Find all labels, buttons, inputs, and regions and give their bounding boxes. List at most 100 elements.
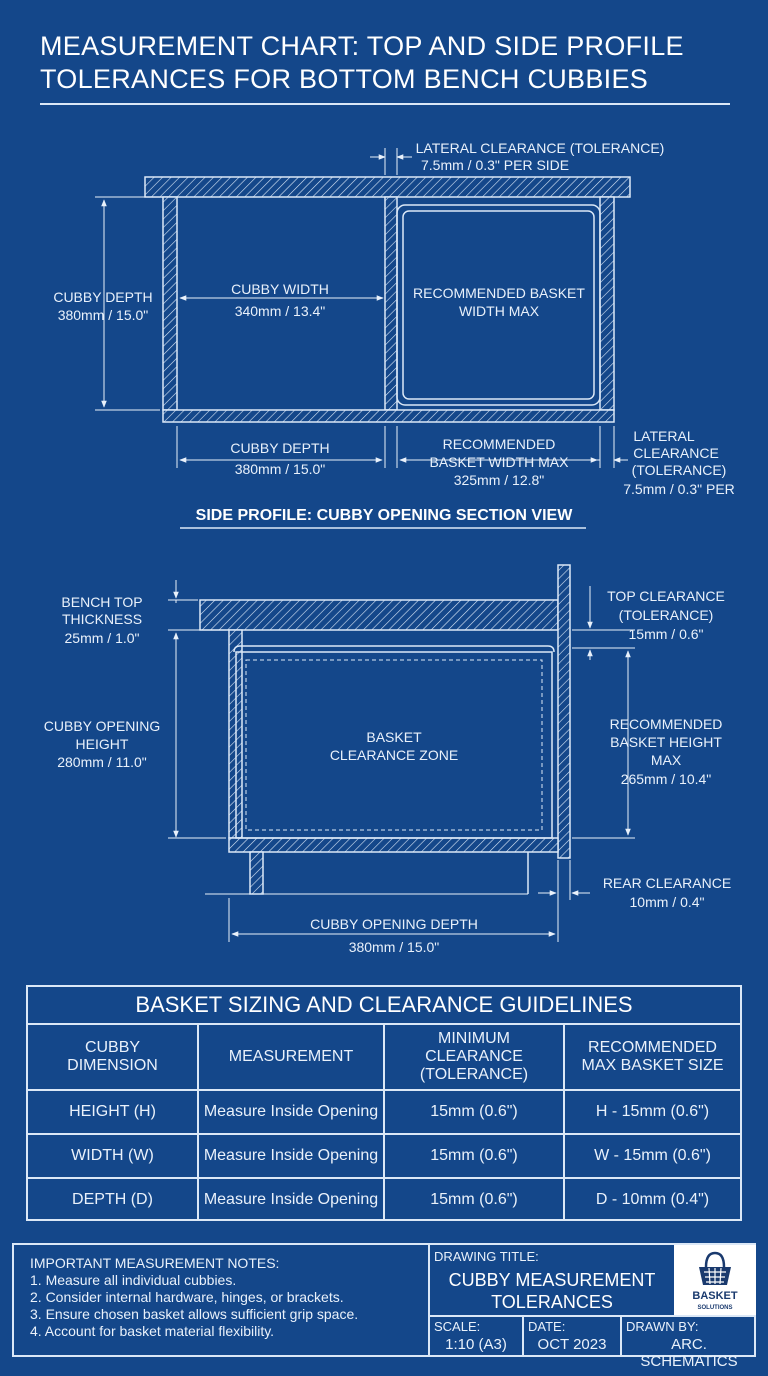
lateral-clearance-right-3: (TOLERANCE): [632, 462, 727, 478]
basket-height-max-label-2: BASKET HEIGHT: [610, 734, 722, 750]
date-label: DATE:: [528, 1319, 566, 1334]
table-cell: Measure Inside Opening: [197, 1133, 385, 1179]
company-logo: BASKET SOLUTIONS: [674, 1245, 756, 1315]
note-item: 2. Consider internal hardware, hinges, o…: [30, 1289, 344, 1305]
rear-clearance-label: REAR CLEARANCE: [603, 875, 731, 891]
bench-top-label-1: BENCH TOP: [61, 594, 142, 610]
guidelines-table: BASKET SIZING AND CLEARANCE GUIDELINES C…: [26, 985, 742, 1221]
basket-height-max-label-1: RECOMMENDED: [610, 716, 723, 732]
title-underline: [40, 103, 730, 105]
bench-top-label-2: THICKNESS: [62, 611, 142, 627]
drawn-by-label: DRAWN BY:: [626, 1319, 699, 1334]
clearance-zone-label-2: CLEARANCE ZONE: [330, 747, 458, 763]
top-clearance-label-2: (TOLERANCE): [619, 607, 714, 623]
title-block: IMPORTANT MEASUREMENT NOTES: 1. Measure …: [12, 1243, 756, 1370]
basket-width-max-bottom-label: RECOMMENDED: [443, 436, 556, 452]
drawn-by-value: ARC. SCHEMATICS: [640, 1336, 738, 1370]
side-profile-heading: SIDE PROFILE: CUBBY OPENING SECTION VIEW: [196, 507, 574, 524]
basket-outline-outer: [396, 204, 601, 406]
table-cell: D - 10mm (0.4"): [563, 1177, 740, 1221]
cubby-depth-left-label: CUBBY DEPTH: [53, 289, 152, 305]
cubby-depth-left-value: 380mm / 15.0": [58, 307, 149, 323]
table-row: HEIGHT (H) Measure Inside Opening 15mm (…: [28, 1089, 740, 1135]
table-cell: HEIGHT (H): [28, 1089, 199, 1135]
bottom-board: [162, 409, 615, 423]
basket-width-max-inside-label: RECOMMENDED BASKET: [413, 285, 585, 301]
basket-height-max-value: 265mm / 10.4": [621, 771, 712, 787]
note-item: 4. Account for basket material flexibili…: [30, 1323, 275, 1339]
clearance-zone-label-1: BASKET: [366, 729, 422, 745]
opening-depth-label: CUBBY OPENING DEPTH: [310, 916, 478, 932]
drawn-by-cell: DRAWN BY: ARC. SCHEMATICS: [622, 1317, 756, 1370]
leg-left: [249, 851, 264, 895]
notes-heading: IMPORTANT MEASUREMENT NOTES:: [30, 1255, 280, 1271]
technical-drawing: LATERAL CLEARANCE (TOLERANCE) 7.5mm / 0.…: [44, 140, 735, 955]
lateral-clearance-right-4: 7.5mm / 0.3" PER: [623, 481, 735, 497]
basket-width-max-inside-label-2: WIDTH MAX: [459, 303, 540, 319]
page-title: MEASUREMENT CHART: TOP AND SIDE PROFILE …: [40, 30, 740, 96]
note-item: 1. Measure all individual cubbies.: [30, 1272, 237, 1288]
table-cell: 15mm (0.6"): [383, 1177, 565, 1221]
opening-height-label-2: HEIGHT: [76, 736, 129, 752]
title-block-row-divider: [428, 1315, 756, 1317]
table-cell: 15mm (0.6"): [383, 1133, 565, 1179]
top-board: [144, 176, 631, 198]
left-wall: [162, 196, 178, 411]
note-item: 3. Ensure chosen basket allows sufficien…: [30, 1306, 359, 1322]
top-clearance-label-1: TOP CLEARANCE: [607, 588, 725, 604]
measurement-notes: IMPORTANT MEASUREMENT NOTES: 1. Measure …: [30, 1255, 430, 1340]
title-line-2: TOLERANCES FOR BOTTOM BENCH CUBBIES: [40, 64, 649, 94]
table-cell: W - 15mm (0.6"): [563, 1133, 740, 1179]
table-cell: H - 15mm (0.6"): [563, 1089, 740, 1135]
date-value: OCT 2023: [537, 1336, 607, 1353]
basket-icon: [699, 1251, 731, 1285]
opening-height-label-1: CUBBY OPENING: [44, 718, 160, 734]
side-view-dimensions: [168, 580, 635, 942]
table-cell: Measure Inside Opening: [197, 1177, 385, 1221]
basket-width-max-bottom-label-2: BASKET WIDTH MAX: [430, 454, 570, 470]
basket-rim: [233, 645, 555, 653]
cubby-depth-bottom-label: CUBBY DEPTH: [230, 440, 329, 456]
rear-panel: [557, 564, 571, 859]
cubby-floor: [228, 837, 559, 853]
opening-height-value: 280mm / 11.0": [57, 754, 147, 770]
basket-outer: [235, 651, 553, 839]
drawing-title-label: DRAWING TITLE:: [434, 1249, 539, 1264]
basket-height-max-label-3: MAX: [651, 752, 682, 768]
date-cell: DATE: OCT 2023: [524, 1317, 622, 1355]
table-cell: 15mm (0.6"): [383, 1089, 565, 1135]
opening-depth-value: 380mm / 15.0": [349, 939, 440, 955]
top-view-drawing: [144, 176, 631, 423]
table-cell: DEPTH (D): [28, 1177, 199, 1221]
top-view-dimensions: [95, 148, 628, 468]
top-lateral-clearance-label: LATERAL CLEARANCE (TOLERANCE): [416, 140, 665, 156]
top-clearance-value: 15mm / 0.6": [629, 626, 704, 642]
basket-inner-dashed: [245, 659, 543, 831]
basket-width-max-bottom-value: 325mm / 12.8": [454, 472, 545, 488]
lateral-clearance-right-1: LATERAL: [633, 428, 694, 444]
scale-label: SCALE:: [434, 1319, 481, 1334]
cubby-width-value: 340mm / 13.4": [235, 303, 326, 319]
right-wall: [599, 196, 615, 411]
scale-value: 1:10 (A3): [445, 1336, 507, 1353]
side-view-drawing: [199, 564, 571, 895]
title-block-divider: [428, 1245, 430, 1355]
basket-outline-inner: [402, 210, 595, 400]
header-measurement: MEASUREMENT: [197, 1025, 385, 1091]
table-row: DEPTH (D) Measure Inside Opening 15mm (0…: [28, 1177, 740, 1221]
cubby-depth-bottom-value: 380mm / 15.0": [235, 461, 326, 477]
bench-top: [199, 599, 559, 631]
logo-text: BASKET SOLUTIONS: [692, 1290, 738, 1312]
table-row: WIDTH (W) Measure Inside Opening 15mm (0…: [28, 1133, 740, 1179]
rear-clearance-value: 10mm / 0.4": [630, 894, 705, 910]
table-cell: WIDTH (W): [28, 1133, 199, 1179]
guidelines-title: BASKET SIZING AND CLEARANCE GUIDELINES: [28, 987, 740, 1025]
center-divider: [384, 196, 398, 411]
top-lateral-clearance-value: 7.5mm / 0.3" PER SIDE: [421, 157, 569, 173]
